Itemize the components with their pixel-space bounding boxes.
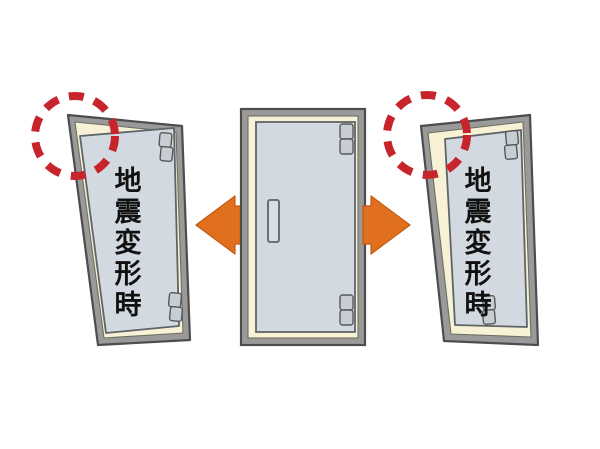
right-label-char-4: 時 [465, 290, 492, 321]
right-label-char-1: 震 [465, 197, 493, 228]
right-label-char-0: 地 [465, 166, 492, 197]
right-highlight-circle-icon [383, 91, 471, 179]
left-door-state-label: 地 震 変 形 時 [115, 166, 143, 321]
right-label-char-3: 形 [465, 259, 492, 290]
left-door-hinge-top [158, 132, 174, 162]
right-door-panel [444, 129, 528, 328]
left-label-char-4: 時 [115, 290, 142, 321]
right-deformed-door: 地 震 変 形 時 [383, 91, 540, 347]
arrow-right-icon [362, 195, 411, 255]
left-label-char-2: 変 [115, 227, 142, 259]
center-door-hinge-top [339, 123, 354, 155]
left-label-char-0: 地 [115, 166, 142, 197]
center-door-hinge-bottom [339, 294, 354, 326]
right-door-hinge-top [503, 130, 520, 160]
right-door-state-label: 地 震 変 形 時 [465, 166, 493, 321]
left-label-char-1: 震 [115, 197, 143, 228]
left-highlight-circle-icon [31, 92, 119, 180]
center-door-handle[interactable] [267, 199, 280, 243]
left-door-hinge-bottom [167, 292, 184, 322]
center-normal-door [239, 107, 367, 347]
left-door-panel [79, 127, 180, 334]
right-door-hinge-bottom [481, 295, 497, 325]
arrow-left-icon [195, 195, 244, 255]
left-label-char-3: 形 [115, 259, 142, 290]
right-label-char-2: 変 [465, 227, 492, 259]
left-deformed-door: 地 震 変 形 時 [31, 92, 192, 347]
